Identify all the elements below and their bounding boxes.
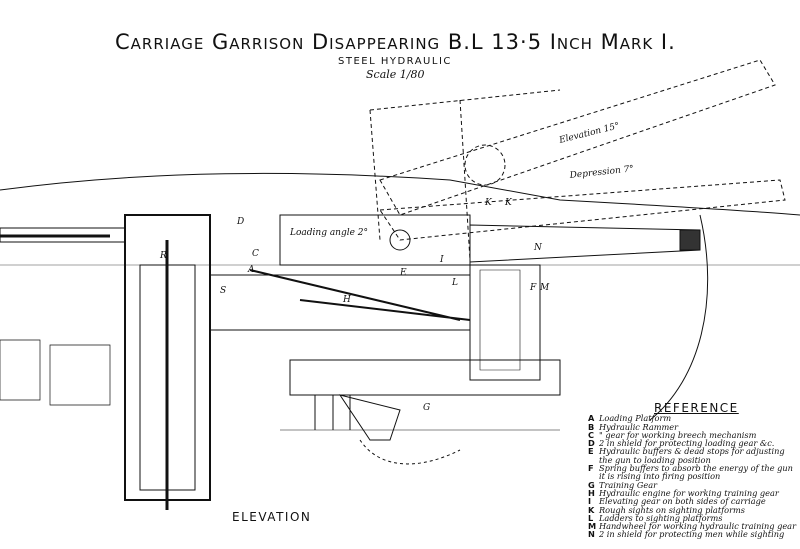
parapet-slope <box>649 214 709 421</box>
reference-text: Hydraulic buffers & dead stops for adjus… <box>599 446 785 457</box>
reference-key: M <box>588 521 597 532</box>
depression-annotation: Depression 7° <box>568 164 634 181</box>
reference-item: the gun to loading position <box>588 454 800 465</box>
part-letter-m: M <box>539 283 550 293</box>
part-letter-e: E <box>399 268 407 278</box>
part-letter-l: L <box>451 278 458 288</box>
loading-angle-annotation: Loading angle 2° <box>289 228 368 238</box>
reference-item: C " gear for working breech mechanism <box>588 429 800 440</box>
reference-item: H Hydraulic engine for working training g… <box>588 487 800 498</box>
drawing-scale: Scale 1/80 <box>366 68 425 81</box>
reference-text: Hydraulic Rammer <box>599 421 679 432</box>
parapet-outline <box>0 172 800 216</box>
hydraulic-engine <box>338 394 401 441</box>
reference-item: F Spring buffers to absorb the energy of … <box>588 463 800 474</box>
trunnion <box>389 229 411 251</box>
view-label: ELEVATION <box>232 510 312 524</box>
reference-item: B Hydraulic Rammer <box>588 421 800 432</box>
reference-item: it is rising into firing position <box>588 471 800 482</box>
reference-key: L <box>588 512 594 523</box>
gun-muzzle <box>469 224 701 263</box>
part-letter-i: I <box>439 255 444 265</box>
reference-text: " gear for working breech mechanism <box>599 429 757 440</box>
reference-text: the gun to loading position <box>599 454 711 465</box>
base-ring <box>289 359 561 396</box>
reference-item: A Loading Platform <box>588 413 800 424</box>
elevating-arms <box>249 269 471 321</box>
reference-key: B <box>588 421 595 432</box>
reference-key: G <box>588 479 595 490</box>
reference-text: Spring buffers to absorb the energy of t… <box>599 463 793 474</box>
reference-text: 2 in shield for protecting loading gear … <box>599 438 775 449</box>
part-letter-h: H <box>342 295 351 305</box>
reference-key: A <box>588 413 595 424</box>
reference-item: N 2 in shield for protecting men while si… <box>588 529 800 540</box>
part-letter-r: R <box>159 251 167 261</box>
reference-text: Training Gear <box>599 479 658 490</box>
reference-text: Loading Platform <box>599 413 672 424</box>
drawing-subtitle: STEEL HYDRAULIC <box>338 56 452 67</box>
part-letter-c: C <box>252 249 259 259</box>
reference-item: G Training Gear <box>588 479 800 490</box>
part-letter-k: K <box>484 198 493 208</box>
loading-platform <box>209 274 471 331</box>
reference-key: F <box>588 463 594 474</box>
elevation-annotation: Elevation 15° <box>557 121 620 146</box>
reference-title: REFERENCE <box>654 401 739 415</box>
reference-text: Ladders to sighting platforms <box>599 512 723 523</box>
part-letter-d: D <box>236 217 244 227</box>
part-letter-g: G <box>423 403 430 413</box>
raised-gun-outline <box>369 59 786 261</box>
reference-item: E Hydraulic buffers & dead stops for adju… <box>588 446 800 457</box>
part-letter-k2: K <box>504 198 513 208</box>
drawing-title: Carriage Garrison Disappearing B.L 13·5 … <box>115 30 676 54</box>
rammer-tube <box>0 227 126 243</box>
part-letter-s: S <box>220 286 226 296</box>
reference-key: C <box>588 429 595 440</box>
reference-text: Rough sights on sighting platforms <box>599 504 745 515</box>
reference-text: Elevating gear on both sides of carriage <box>599 496 766 507</box>
reference-text: it is rising into firing position <box>599 471 721 482</box>
reference-key: D <box>588 438 595 449</box>
reference-text: Handwheel for working hydraulic training… <box>599 521 796 532</box>
reference-key: N <box>588 529 595 540</box>
reference-key: K <box>588 504 595 515</box>
reference-text: Hydraulic engine for working training ge… <box>599 487 779 498</box>
reference-key: E <box>588 446 594 457</box>
part-letter-a: A <box>247 265 255 275</box>
reference-item: L Ladders to sighting platforms <box>588 512 800 523</box>
part-letter-f: F <box>529 283 537 293</box>
reference-key: H <box>588 487 595 498</box>
reference-item: I Elevating gear on both sides of carriag… <box>588 496 800 507</box>
part-letter-n: N <box>533 243 543 253</box>
reference-key: I <box>588 496 592 507</box>
reference-item: K Rough sights on sighting platforms <box>588 504 800 515</box>
reference-item: D 2 in shield for protecting loading gear… <box>588 438 800 449</box>
reference-text: 2 in shield for protecting men while sig… <box>599 529 785 540</box>
